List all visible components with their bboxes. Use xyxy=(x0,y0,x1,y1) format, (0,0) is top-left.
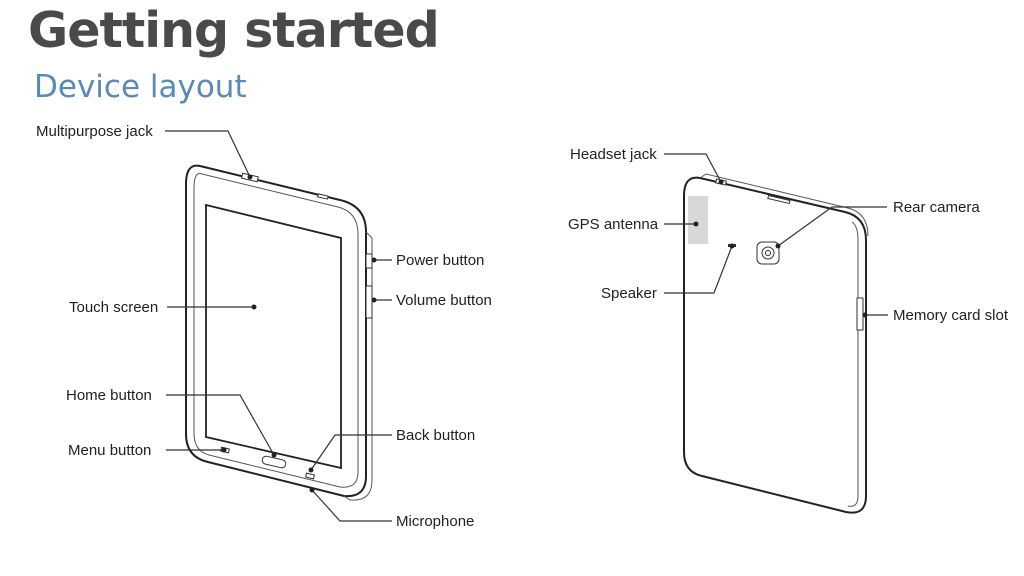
label-back-button: Back button xyxy=(396,427,475,444)
section-title: Device layout xyxy=(34,69,247,105)
leader-speaker xyxy=(664,245,733,294)
back-button-key xyxy=(305,472,315,480)
label-home-button: Home button xyxy=(66,387,152,404)
dot-back-button xyxy=(308,467,314,473)
label-microphone: Microphone xyxy=(396,513,474,530)
back-device-edge xyxy=(699,173,869,237)
dot-speaker xyxy=(729,243,735,249)
label-speaker: Speaker xyxy=(601,285,657,302)
back-view-tablet xyxy=(683,173,869,514)
volume-button-key xyxy=(365,285,373,319)
home-button-key xyxy=(261,455,287,469)
leader-rear-camera xyxy=(777,206,887,247)
label-power-button: Power button xyxy=(396,252,484,269)
dot-touch-screen xyxy=(251,304,257,310)
leader-home-button xyxy=(166,394,275,456)
memory-card-slot-opening xyxy=(856,297,864,331)
leader-headset-jack xyxy=(664,153,722,183)
dot-memory-card-slot xyxy=(862,312,868,318)
dot-microphone xyxy=(309,487,315,493)
rear-camera-lens-inner xyxy=(765,250,771,256)
back-device-body xyxy=(683,176,867,514)
back-device-rim xyxy=(847,221,859,507)
label-menu-button: Menu button xyxy=(68,442,151,459)
label-multipurpose-jack: Multipurpose jack xyxy=(36,123,153,140)
top-slot xyxy=(767,194,791,205)
front-device-edge xyxy=(343,231,373,501)
label-memory-card-slot: Memory card slot xyxy=(893,307,1009,324)
label-touch-screen: Touch screen xyxy=(69,299,158,316)
dot-home-button xyxy=(271,452,277,458)
leader-multipurpose-jack xyxy=(165,130,251,178)
front-device-bezel xyxy=(193,173,359,488)
dot-headset-jack xyxy=(718,179,724,185)
leader-back-button xyxy=(310,434,392,471)
dot-volume-button xyxy=(371,297,377,303)
dot-power-button xyxy=(371,257,377,263)
label-rear-camera: Rear camera xyxy=(893,199,980,216)
front-view-tablet xyxy=(185,164,373,501)
top-port xyxy=(317,193,329,200)
dot-menu-button xyxy=(221,447,227,453)
dot-rear-camera xyxy=(775,243,781,249)
leader-microphone xyxy=(311,489,392,522)
dot-multipurpose-jack xyxy=(247,174,253,180)
gps-antenna-area xyxy=(688,196,708,244)
dot-gps-antenna xyxy=(693,221,699,227)
power-button-key xyxy=(365,253,373,269)
touch-screen-panel xyxy=(205,203,342,470)
label-headset-jack: Headset jack xyxy=(570,146,657,163)
label-gps-antenna: GPS antenna xyxy=(568,216,659,233)
label-volume-button: Volume button xyxy=(396,292,492,309)
page-title: Getting started xyxy=(28,2,440,59)
